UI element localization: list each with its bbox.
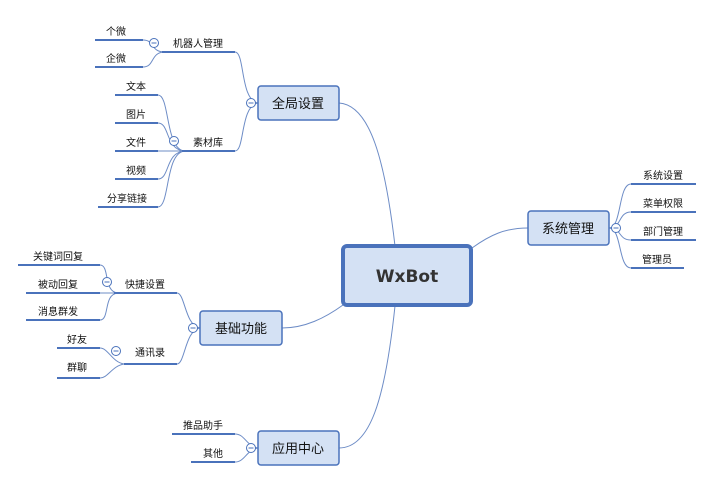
edge-robot-item2 xyxy=(142,51,166,68)
collapse-basic-functions-icon[interactable] xyxy=(188,323,198,333)
leaf-shortcut-2[interactable]: 被动回复 xyxy=(26,278,100,294)
subtopic-contacts[interactable]: 通讯录 xyxy=(124,347,177,365)
leaf-material-4-label: 视频 xyxy=(126,164,146,177)
subtopic-material-library[interactable]: 素材库 xyxy=(182,136,235,152)
edge-material-item5 xyxy=(157,150,186,208)
edge-basic-shortcut xyxy=(176,292,201,329)
edge-basic-contacts xyxy=(176,327,201,365)
leaf-shortcut-1[interactable]: 关键词回复 xyxy=(18,250,100,266)
topic-system-management-label: 系统管理 xyxy=(542,222,594,237)
leaf-shortcut-2-label: 被动回复 xyxy=(38,278,78,291)
leaf-material-5-label: 分享链接 xyxy=(107,192,147,205)
leaf-system-2-label: 菜单权限 xyxy=(643,197,683,210)
leaf-contacts-2-label: 群聊 xyxy=(67,361,87,374)
edge-global-robot xyxy=(234,51,259,104)
topic-global-settings[interactable]: 全局设置 xyxy=(257,85,340,121)
topic-global-settings-label: 全局设置 xyxy=(272,96,324,112)
edge-shortcut-item3 xyxy=(99,292,119,321)
edge-root-apps xyxy=(338,305,396,449)
leaf-apps-2-label: 其他 xyxy=(203,447,223,460)
leaf-shortcut-3[interactable]: 消息群发 xyxy=(26,305,100,321)
leaf-robot-2-label: 企微 xyxy=(106,52,126,65)
edge-material-item1 xyxy=(157,94,186,152)
edge-root-basic xyxy=(281,304,344,329)
leaf-material-3-label: 文件 xyxy=(126,136,146,149)
leaf-contacts-1[interactable]: 好友 xyxy=(57,333,100,349)
leaf-system-4-label: 管理员 xyxy=(642,253,672,266)
leaf-robot-1[interactable]: 个微 xyxy=(95,25,143,41)
collapse-contacts-icon[interactable] xyxy=(111,346,121,356)
leaf-contacts-1-label: 好友 xyxy=(67,333,87,346)
leaf-shortcut-1-label: 关键词回复 xyxy=(33,250,83,263)
leaf-material-2-label: 图片 xyxy=(126,108,146,121)
edge-contacts-item2 xyxy=(99,363,125,379)
root-node[interactable]: WxBot xyxy=(341,244,473,307)
edge-root-global xyxy=(338,102,396,247)
leaf-contacts-2[interactable]: 群聊 xyxy=(57,361,100,379)
topic-app-center-label: 应用中心 xyxy=(272,441,324,457)
leaf-system-3-label: 部门管理 xyxy=(643,225,683,238)
collapse-app-center-icon[interactable] xyxy=(246,443,256,453)
leaf-system-1[interactable]: 系统设置 xyxy=(631,169,696,185)
leaf-material-1-label: 文本 xyxy=(126,80,146,93)
topic-app-center[interactable]: 应用中心 xyxy=(257,430,340,466)
leaf-system-4[interactable]: 管理员 xyxy=(631,253,684,269)
edge-material-item2 xyxy=(157,122,186,152)
topic-basic-functions[interactable]: 基础功能 xyxy=(199,310,283,346)
collapse-robot-management-icon[interactable] xyxy=(149,38,159,48)
leaf-apps-1-label: 推品助手 xyxy=(183,419,223,432)
leaf-system-2[interactable]: 菜单权限 xyxy=(631,197,696,213)
collapse-global-settings-icon[interactable] xyxy=(246,98,256,108)
edge-system-item1 xyxy=(608,183,632,229)
leaf-apps-2[interactable]: 其他 xyxy=(191,447,235,463)
leaf-robot-2[interactable]: 企微 xyxy=(95,52,143,68)
leaf-material-5[interactable]: 分享链接 xyxy=(98,192,158,208)
collapse-system-management-icon[interactable] xyxy=(611,223,621,233)
leaf-material-2[interactable]: 图片 xyxy=(115,108,158,124)
subtopic-robot-management-label: 机器人管理 xyxy=(173,37,223,50)
collapse-shortcut-settings-icon[interactable] xyxy=(102,277,112,287)
leaf-robot-1-label: 个微 xyxy=(106,25,126,38)
topic-basic-functions-label: 基础功能 xyxy=(215,322,267,337)
subtopic-shortcut-settings-label: 快捷设置 xyxy=(125,278,165,291)
leaf-shortcut-3-label: 消息群发 xyxy=(38,305,78,318)
leaf-material-1[interactable]: 文本 xyxy=(115,80,158,96)
leaf-system-3[interactable]: 部门管理 xyxy=(631,225,696,241)
root-label: WxBot xyxy=(376,267,438,287)
edge-contacts-item1 xyxy=(99,347,125,365)
subtopic-material-library-label: 素材库 xyxy=(193,136,223,149)
edge-root-system xyxy=(471,227,529,249)
leaf-material-4[interactable]: 视频 xyxy=(115,164,158,180)
leaf-apps-1[interactable]: 推品助手 xyxy=(172,419,235,435)
subtopic-contacts-label: 通讯录 xyxy=(135,347,165,359)
leaf-system-1-label: 系统设置 xyxy=(643,169,683,182)
subtopic-robot-management[interactable]: 机器人管理 xyxy=(162,37,235,53)
collapse-material-library-icon[interactable] xyxy=(169,136,179,146)
subtopic-shortcut-settings[interactable]: 快捷设置 xyxy=(114,278,177,294)
leaf-material-3[interactable]: 文件 xyxy=(115,136,158,152)
topic-system-management[interactable]: 系统管理 xyxy=(527,210,610,246)
edge-material-item4 xyxy=(157,150,186,180)
edge-global-material xyxy=(234,102,259,152)
